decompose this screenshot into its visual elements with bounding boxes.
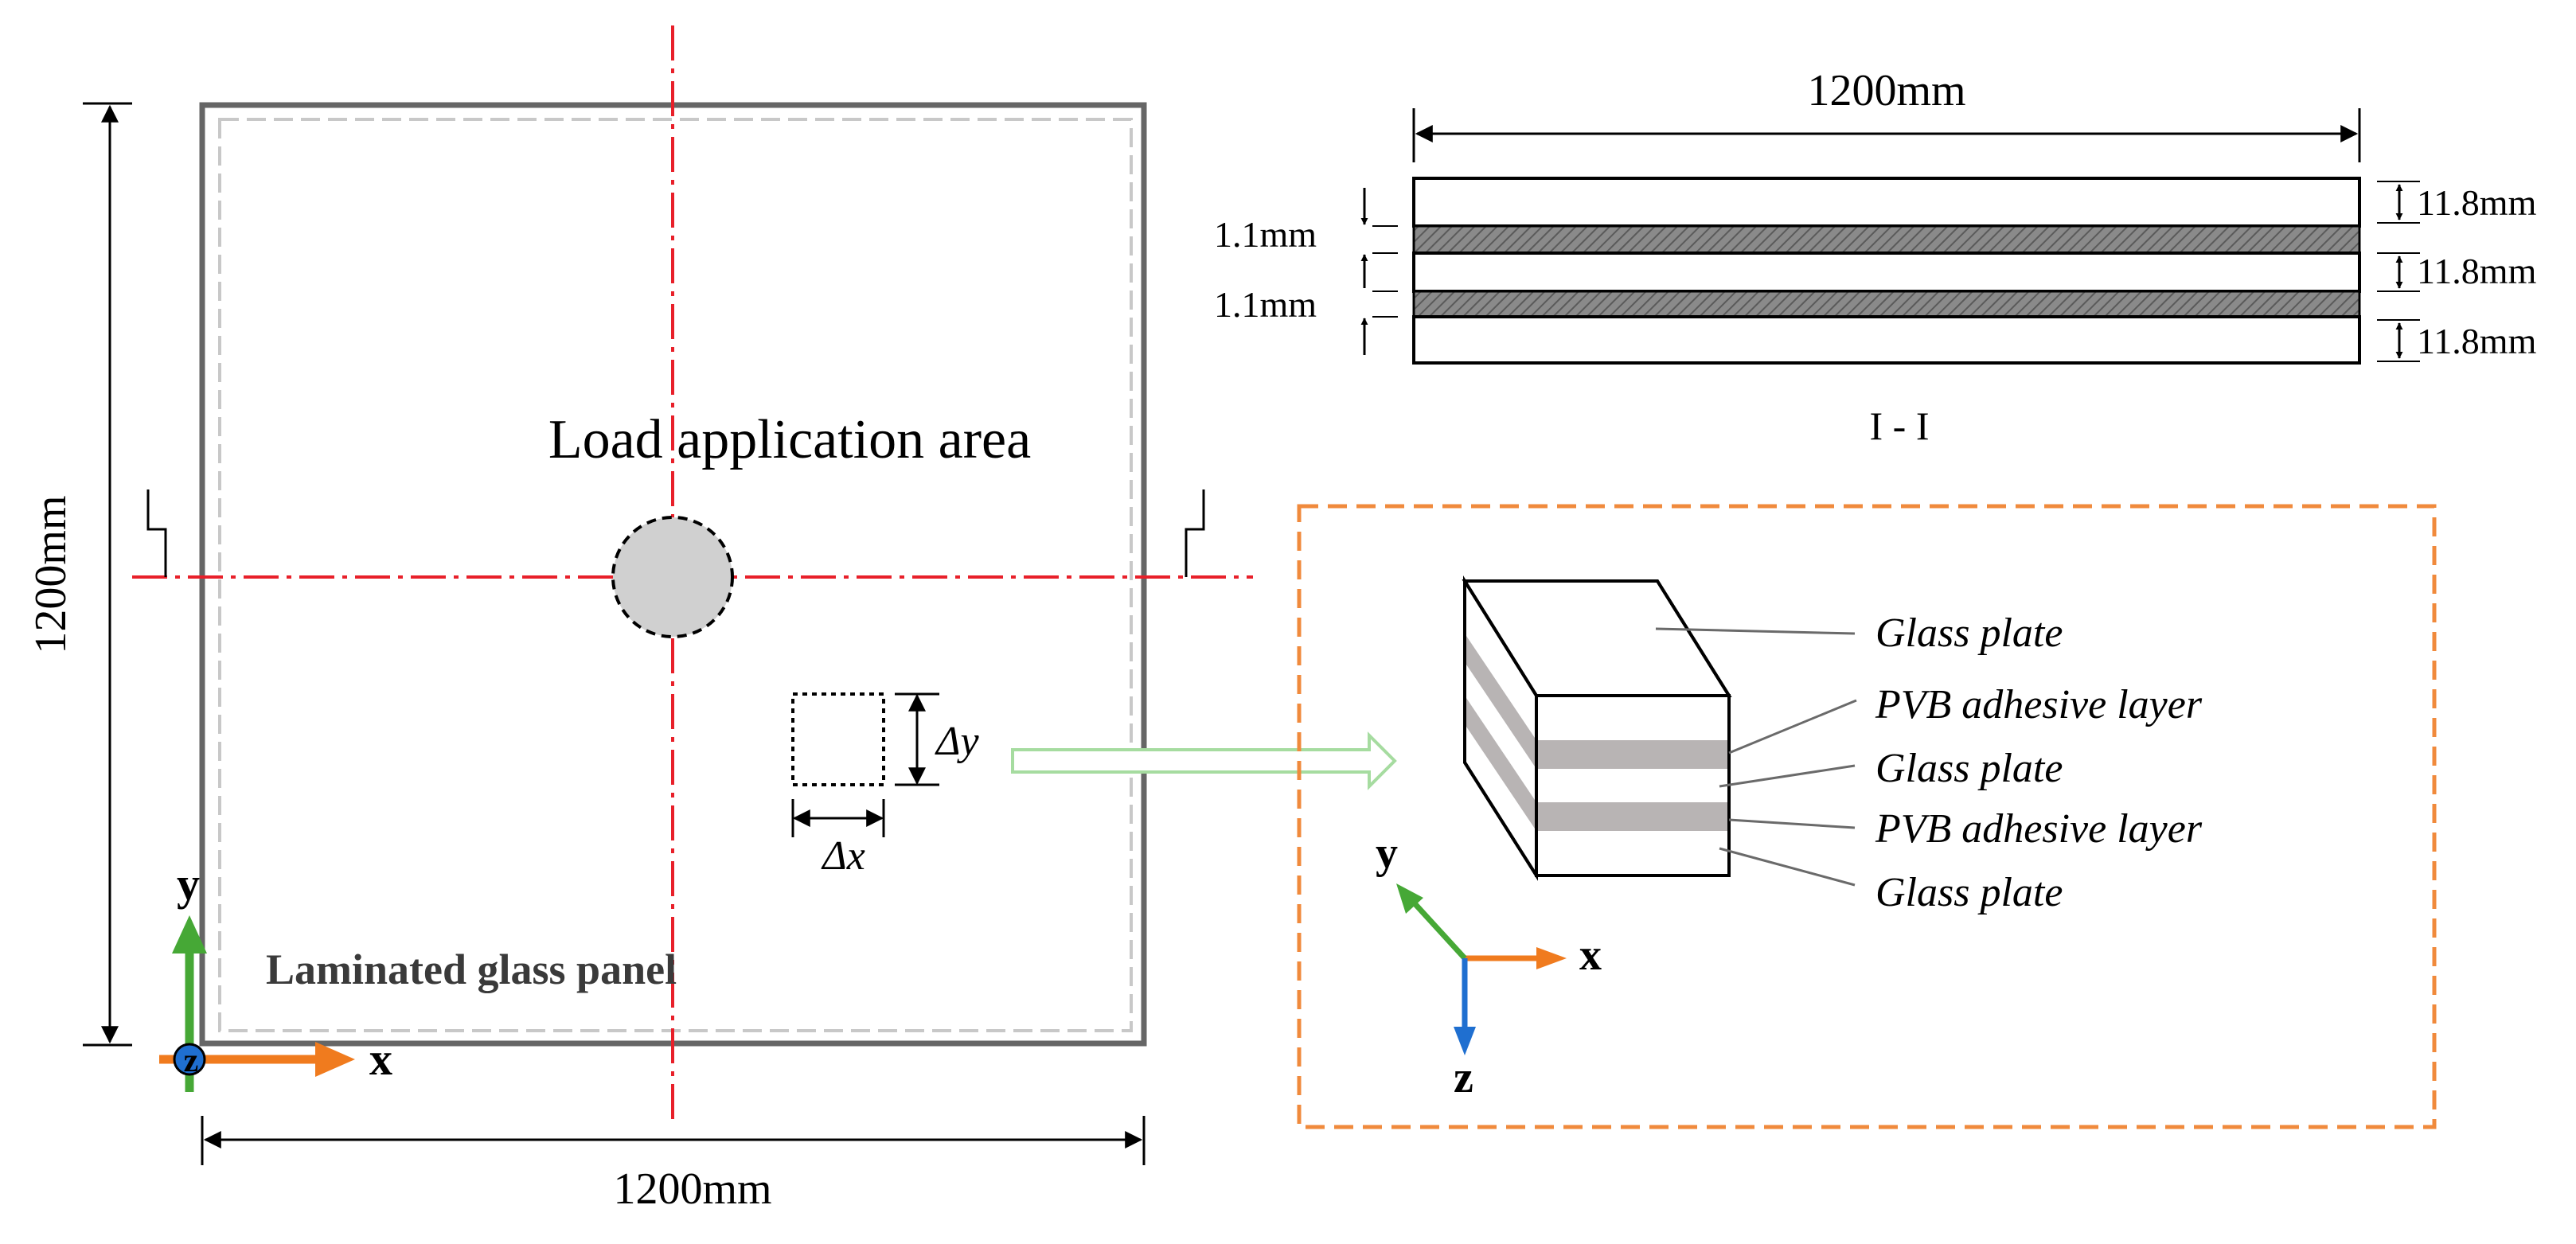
plan-z-label: z — [184, 1043, 199, 1079]
pvb-layer-2 — [1412, 290, 2361, 318]
plan-z-axis-dot — [173, 1043, 206, 1076]
detail-x-label: x — [1579, 930, 1602, 980]
block-side-pvb-2 — [1465, 696, 1536, 831]
plan-y-arrowhead — [172, 915, 207, 953]
height-dim-label: 1200mm — [26, 495, 76, 653]
detail-y-arrowhead — [1396, 883, 1423, 914]
detail-label-pvb-1: PVB adhesive layer — [1875, 682, 2203, 727]
detail-box — [1297, 504, 2437, 1129]
section-cut-left — [146, 489, 167, 577]
block-side-pvb-1 — [1465, 634, 1536, 769]
block-front-pvb-1 — [1538, 740, 1727, 769]
panel-label: Laminated glass panel — [266, 946, 677, 993]
detail-y-axis — [1411, 900, 1467, 961]
leader-glass-top — [1655, 627, 1856, 635]
glass-dim-label-1: 11.8mm — [2417, 182, 2537, 223]
block-front-pvb-2 — [1538, 802, 1727, 831]
glass-dim-3 — [2377, 319, 2420, 362]
width-dim-label: 1200mm — [613, 1164, 771, 1214]
detail-x-arrowhead — [1536, 947, 1567, 969]
leader-pvb-1 — [1728, 699, 1857, 755]
plan-x-label: x — [369, 1033, 392, 1085]
block-front-face — [1535, 694, 1731, 877]
detail-view: Glass plate PVB adhesive layer Glass pla… — [1297, 504, 2437, 1129]
glass-dim-1 — [2377, 181, 2420, 224]
leader-glass-bottom — [1719, 847, 1856, 887]
delta-x-label: Δx — [821, 833, 865, 879]
glass-layer-1 — [1412, 177, 2361, 228]
pvb-dim-label-1: 1.1mm — [1214, 214, 1317, 255]
glass-dim-label-2: 11.8mm — [2417, 251, 2537, 291]
detail-flow-arrow — [1011, 731, 1397, 790]
load-area-circle — [611, 516, 734, 638]
glass-dim-2 — [2377, 252, 2420, 292]
section-width-label: 1200mm — [1807, 66, 1965, 115]
leader-glass-mid — [1719, 764, 1856, 788]
pvb-layer-1 — [1412, 224, 2361, 255]
detail-label-glass-top: Glass plate — [1875, 610, 2063, 656]
panel-inner-edge — [218, 118, 1133, 1032]
section-caption: I - I — [1870, 404, 1930, 448]
load-area-label: Load application area — [548, 409, 1031, 470]
plan-x-arrowhead — [315, 1042, 355, 1077]
block-top-left-edge — [1463, 579, 1538, 697]
detail-z-arrowhead — [1454, 1027, 1476, 1055]
element-box — [791, 692, 885, 786]
detail-z-label: z — [1454, 1053, 1473, 1102]
detail-label-glass-mid: Glass plate — [1875, 746, 2063, 791]
detail-label-pvb-2: PVB adhesive layer — [1875, 806, 2203, 852]
pvb-dim-label-2: 1.1mm — [1214, 284, 1317, 325]
plan-y-label: y — [177, 858, 200, 910]
plan-axes: x y z — [159, 858, 392, 1092]
block-outline-redraw — [1463, 579, 1731, 877]
glass-dim-label-3: 11.8mm — [2417, 321, 2537, 361]
detail-label-glass-bottom: Glass plate — [1875, 870, 2063, 915]
leader-pvb-2 — [1728, 818, 1856, 829]
glass-layer-3 — [1412, 315, 2361, 365]
section-view: 1200mm 1.1mm 1.1mm 11.8mm 11.8mm — [1214, 66, 2537, 448]
plan-view: Load application area Δy Δx Laminated gl… — [26, 25, 1253, 1214]
detail-axes: x y z — [1376, 829, 1602, 1102]
section-cut-right — [1185, 489, 1205, 577]
detail-y-label: y — [1376, 829, 1398, 878]
glass-layer-2 — [1412, 252, 2361, 293]
delta-y-label: Δy — [935, 719, 980, 764]
